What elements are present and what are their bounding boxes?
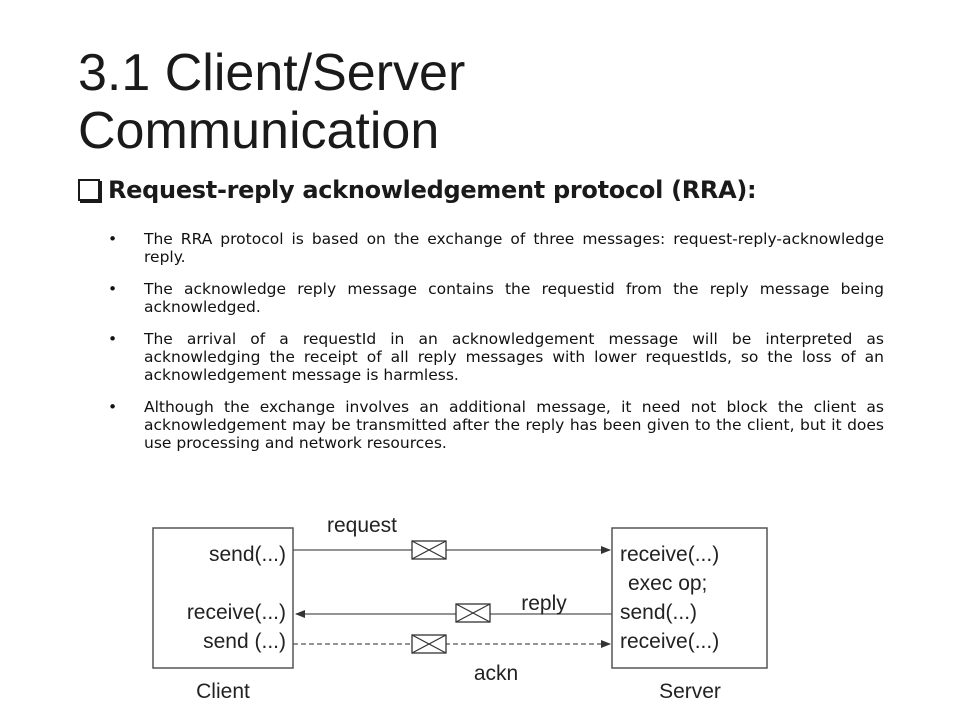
bullet-dot-icon: •	[108, 230, 118, 248]
subheading-text: Request-reply acknowledgement protocol (…	[108, 176, 757, 204]
title-line-2: Communication	[78, 102, 440, 160]
server-receive-call: receive(...)	[620, 543, 719, 566]
bullet-dot-icon: •	[108, 398, 118, 416]
bullet-item: • The acknowledge reply message contains …	[108, 280, 884, 316]
bullet-text: Although the exchange involves an additi…	[144, 398, 884, 452]
bullet-list: • The RRA protocol is based on the exchan…	[108, 230, 884, 466]
bullet-item: • Although the exchange involves an addit…	[108, 398, 884, 452]
bullet-text: The arrival of a requestId in an acknowl…	[144, 330, 884, 384]
client-box	[152, 527, 294, 669]
rra-protocol-diagram: send(...) receive(...) send (...) Client…	[152, 514, 768, 703]
bullet-dot-icon: •	[108, 280, 118, 298]
client-label: Client	[196, 680, 250, 703]
bullet-item: • The RRA protocol is based on the exchan…	[108, 230, 884, 266]
slide-title: 3.1 Client/Server Communication	[78, 44, 465, 160]
ackn-label: ackn	[474, 662, 518, 685]
server-send-call: send(...)	[620, 601, 697, 624]
bullet-text: The RRA protocol is based on the exchang…	[144, 230, 884, 266]
client-receive-call: receive(...)	[187, 601, 286, 624]
reply-label: reply	[521, 592, 567, 615]
title-line-1: 3.1 Client/Server	[78, 44, 466, 102]
server-label: Server	[659, 680, 721, 703]
request-envelope-icon	[411, 540, 447, 560]
client-send-call: send(...)	[209, 543, 286, 566]
reply-envelope-icon	[455, 603, 491, 623]
server-exec-op: exec op;	[628, 572, 707, 595]
checkbox-bullet-icon	[78, 179, 100, 201]
request-label: request	[327, 514, 397, 537]
subheading: Request-reply acknowledgement protocol (…	[78, 176, 757, 204]
bullet-dot-icon: •	[108, 330, 118, 348]
client-send-ack-call: send (...)	[203, 630, 286, 653]
ackn-envelope-icon	[411, 634, 447, 654]
bullet-item: • The arrival of a requestId in an acknow…	[108, 330, 884, 384]
server-receive-ack-call: receive(...)	[620, 630, 719, 653]
bullet-text: The acknowledge reply message contains t…	[144, 280, 884, 316]
server-box	[611, 527, 768, 669]
